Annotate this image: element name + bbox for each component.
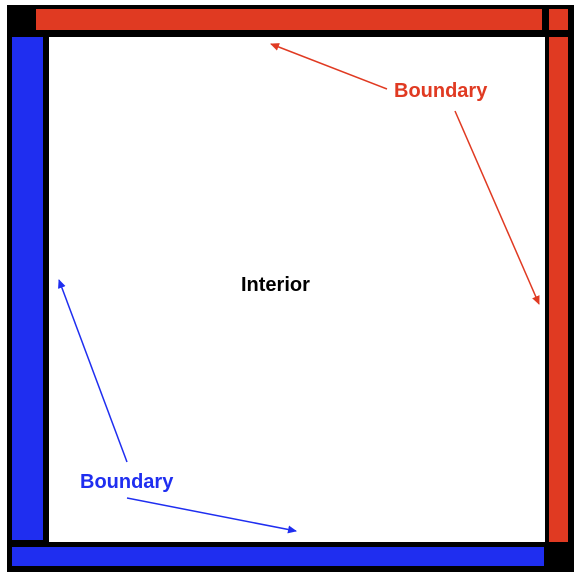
interior-label: Interior <box>241 274 310 296</box>
top-right-corner-strip <box>549 9 568 30</box>
red-arrow-to-top <box>270 43 388 90</box>
blue-arrow-to-left <box>58 279 128 463</box>
bottom-right-corner <box>549 547 568 566</box>
left-boundary-bar <box>12 37 43 540</box>
interior-region <box>47 35 547 544</box>
bottom-boundary-bar <box>12 547 544 566</box>
top-boundary-bar <box>36 9 542 30</box>
red-boundary-label: Boundary <box>394 80 488 102</box>
blue-arrow-to-bottom <box>126 497 297 534</box>
right-boundary-bar <box>549 37 568 542</box>
blue-boundary-label: Boundary <box>80 471 174 493</box>
red-arrow-to-right <box>454 110 540 305</box>
top-left-corner <box>12 9 32 30</box>
